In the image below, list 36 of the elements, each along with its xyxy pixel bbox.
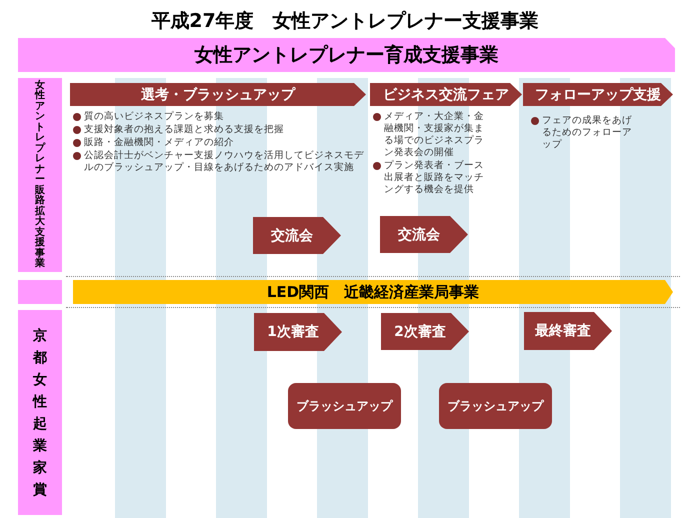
phase-header — [370, 83, 522, 106]
bullet-text: 質の高いビジネスプランを募集 — [72, 111, 372, 123]
band-label: 女性アントレプレナー販路拡大支援事業 — [35, 80, 45, 270]
node-label: 2次審査 — [394, 322, 446, 340]
bullet-text: 支援対象者の抱える課題と求める支援を把握 — [72, 124, 372, 136]
process-step — [254, 313, 342, 351]
rounded-box — [288, 383, 401, 429]
side-band — [18, 280, 62, 304]
process-step — [524, 312, 612, 350]
bullet-text: プラン発表者・ブース出展者と販路をマッチングする機会を提供 — [372, 160, 490, 196]
node-label: LED関西 近畿経済産業局事業 — [266, 282, 480, 302]
side-band — [18, 78, 62, 272]
node-label: ビジネス交流フェア — [383, 86, 509, 104]
bullet-text: 販路・金融機関・メディアの紹介 — [72, 137, 372, 149]
bullet-text: 公認会計士がベンチャー支援ノウハウを活用してビジネスモデルのブラッシュアップ・目線をあげるためのアドバイス実施 — [72, 150, 372, 174]
node-label: ブラッシュアップ — [448, 398, 544, 414]
title: 平成27年度 女性アントレプレナー支援事業 — [150, 9, 540, 34]
band-label: 京都女性起業家賞 — [33, 326, 47, 500]
phase-header — [523, 83, 673, 106]
program-bar — [73, 280, 673, 304]
process-step — [253, 217, 341, 254]
node-label: 最終審査 — [535, 322, 591, 340]
node-label: 女性アントレプレナー育成支援事業 — [194, 43, 498, 68]
process-step — [381, 313, 469, 350]
side-band — [18, 310, 62, 515]
node-label: 交流会 — [271, 226, 313, 244]
node-label: 選考・ブラッシュアップ — [141, 86, 295, 104]
node-label: ブラッシュアップ — [296, 398, 392, 414]
bullet-text: メディア・大企業・金融機関・支援家が集まる場でのビジネスプラン発表会の開催 — [372, 111, 490, 159]
bullet-text: フェアの成果をあげるためのフォローアップ — [530, 115, 640, 151]
rounded-box — [439, 383, 552, 429]
process-step — [380, 216, 468, 253]
node-label: 1次審査 — [267, 323, 319, 341]
node-label: フォローアップ支援 — [535, 86, 661, 104]
node-label: 交流会 — [398, 226, 440, 244]
phase-header — [70, 83, 366, 106]
